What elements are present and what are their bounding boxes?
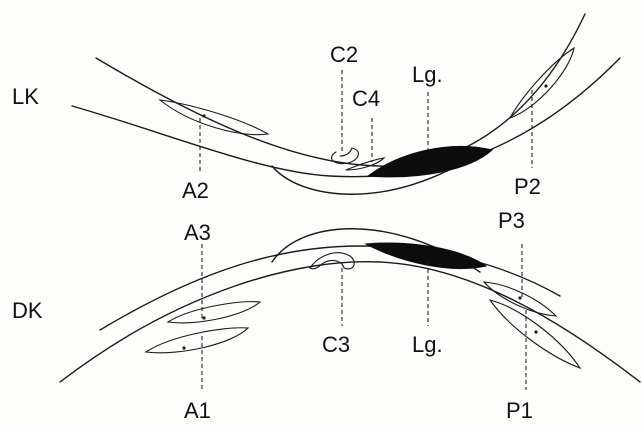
lower-ligament [366, 243, 486, 269]
scar-a3 [168, 302, 260, 323]
upper-valve-outer-edge [96, 14, 585, 166]
label-p2: P2 [514, 174, 541, 199]
lower-valve-outer-edge [60, 262, 640, 382]
scar-p2-dot [544, 84, 547, 87]
scar-p3-dot [518, 296, 521, 299]
label-lg-bottom: Lg. [412, 332, 443, 357]
scar-a1-dot [182, 346, 185, 349]
scar-a2-dot [202, 114, 205, 117]
label-a2: A2 [182, 178, 209, 203]
scar-p1 [490, 300, 580, 368]
upper-valve-inner-edge [72, 58, 620, 177]
upper-ligament [368, 146, 492, 176]
scar-p1-dot [534, 330, 537, 333]
scar-a3-dot [202, 316, 205, 319]
label-dk: DK [12, 298, 43, 323]
lower-valve [60, 229, 640, 382]
lower-valve-inner-edge [100, 246, 560, 330]
label-lg-top: Lg. [412, 62, 443, 87]
label-p1: P1 [506, 398, 533, 423]
scar-a2 [160, 100, 268, 135]
label-a3: A3 [184, 220, 211, 245]
label-a1: A1 [184, 398, 211, 423]
scar-a1 [146, 328, 248, 353]
labels: LK C2 C4 Lg. A2 P2 A3 P3 DK C3 Lg. A1 P1 [12, 42, 541, 423]
scar-c3 [310, 253, 354, 269]
label-c4: C4 [352, 86, 380, 111]
label-lk: LK [12, 84, 39, 109]
label-p3: P3 [498, 208, 525, 233]
label-c2: C2 [330, 42, 358, 67]
label-c3: C3 [322, 332, 350, 357]
